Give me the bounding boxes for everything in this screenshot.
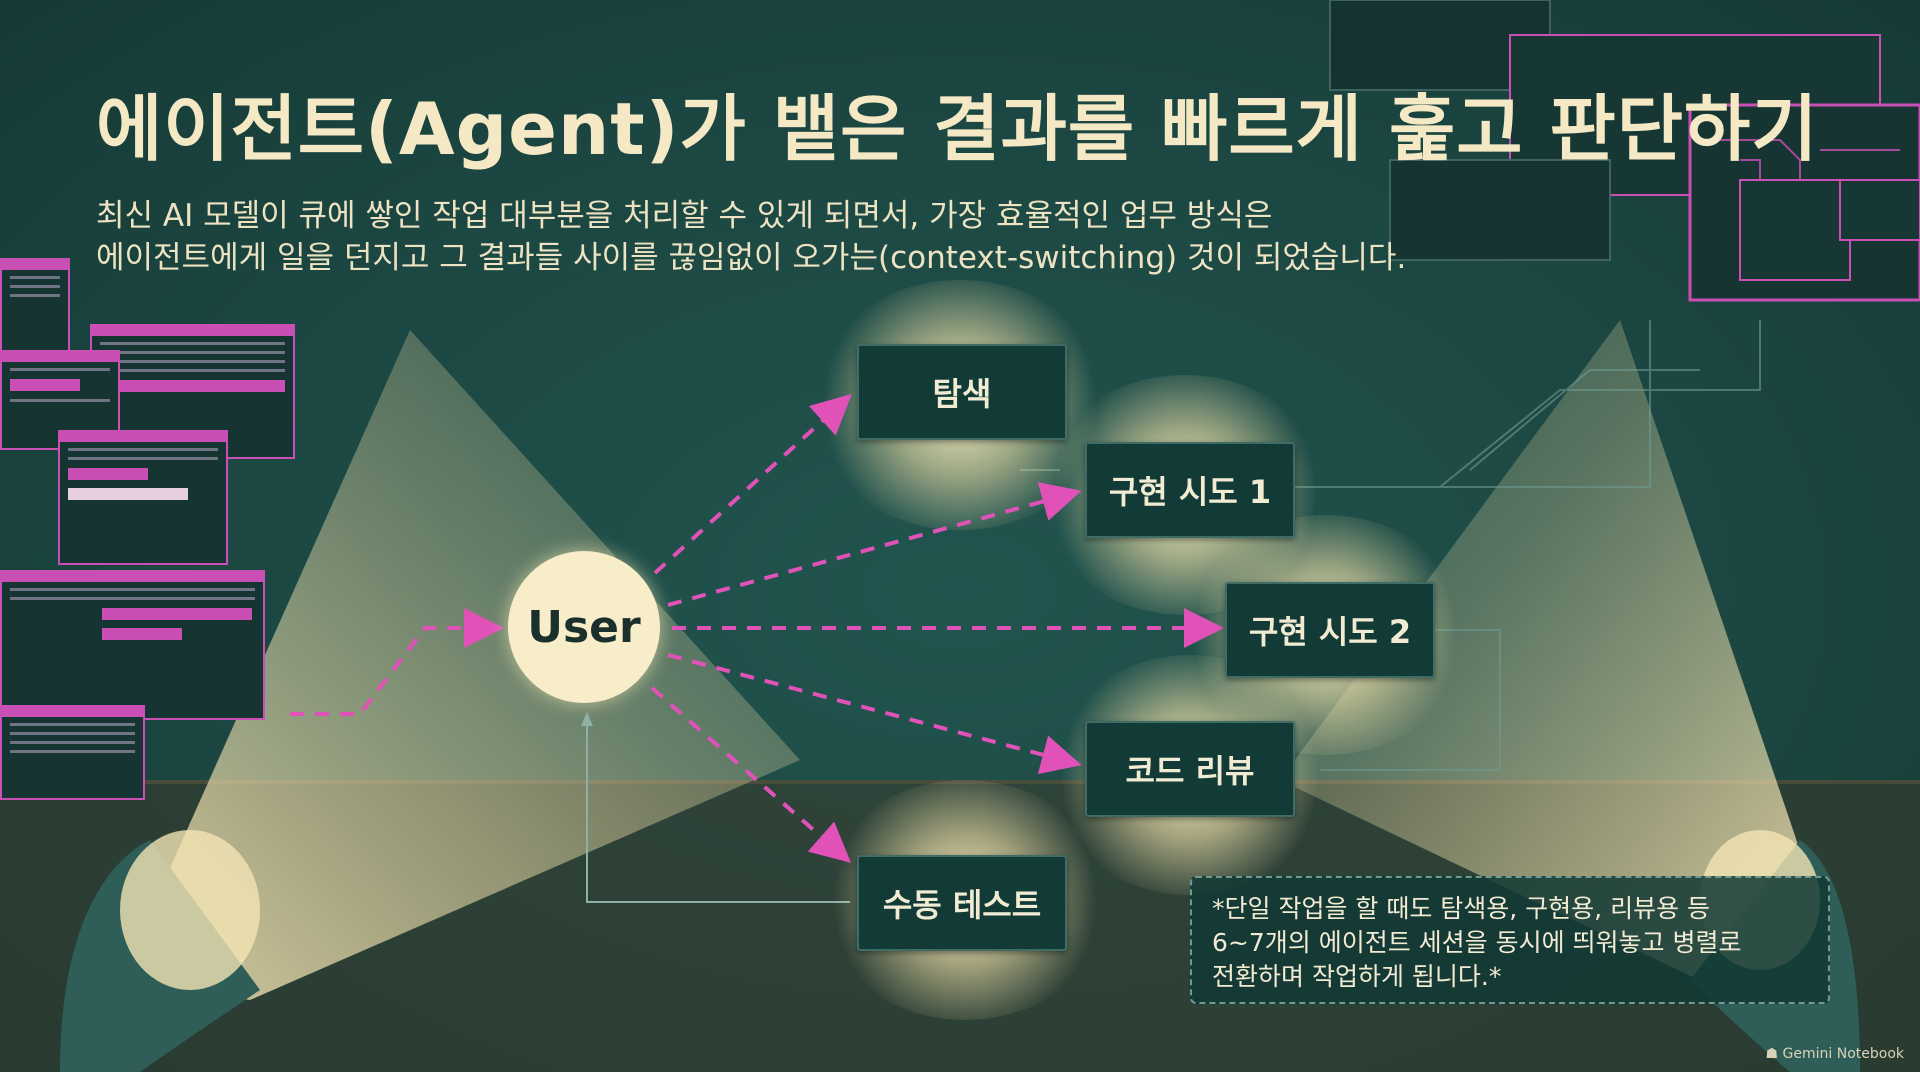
arrow-to-impl1: [667, 482, 1082, 607]
note-line-2: 6~7개의 에이전트 세션을 동시에 띄워놓고 병렬로: [1212, 928, 1742, 957]
return-line: [586, 722, 850, 903]
arrow-to-review: [667, 653, 1082, 775]
subtitle-line-2: 에이전트에게 일을 던지고 그 결과들 사이를 끊임없이 오가는(context…: [96, 240, 1407, 276]
page-title: 에이전트(Agent)가 뱉은 결과를 빠르게 훑고 판단하기: [96, 87, 1819, 171]
note-line-3: 전환하며 작업하게 됩니다.*: [1212, 962, 1502, 991]
notebook-icon: ☗: [1765, 1046, 1783, 1062]
left-light-cone: [120, 330, 800, 1000]
right-light-cone: [1280, 320, 1810, 990]
terminal-window: [0, 258, 70, 358]
brand-label: ☗ Gemini Notebook: [1765, 1046, 1904, 1062]
note-box: *단일 작업을 할 때도 탐색용, 구현용, 리뷰용 등 6~7개의 에이전트 …: [1190, 876, 1830, 1004]
node-impl2: 구현 시도 2: [1225, 582, 1435, 678]
node-review: 코드 리뷰: [1085, 721, 1295, 817]
node-manual-test: 수동 테스트: [857, 855, 1067, 951]
terminal-window: [0, 705, 145, 800]
arrow-from-terminals: [290, 608, 504, 716]
node-impl1: 구현 시도 1: [1085, 442, 1295, 538]
subtitle-line-1: 최신 AI 모델이 큐에 쌓인 작업 대부분을 처리할 수 있게 되면서, 가장…: [96, 198, 1273, 234]
note-line-1: *단일 작업을 할 때도 탐색용, 구현용, 리뷰용 등: [1212, 894, 1711, 923]
arrow-to-manual: [650, 686, 852, 863]
node-explore: 탐색: [857, 344, 1067, 440]
terminal-window: [58, 430, 228, 565]
terminal-window: [0, 570, 265, 720]
user-node: User: [508, 551, 660, 703]
circuit-lines: [1020, 320, 1761, 771]
terminal-window: [0, 350, 120, 450]
arrow-to-explore: [653, 393, 852, 575]
